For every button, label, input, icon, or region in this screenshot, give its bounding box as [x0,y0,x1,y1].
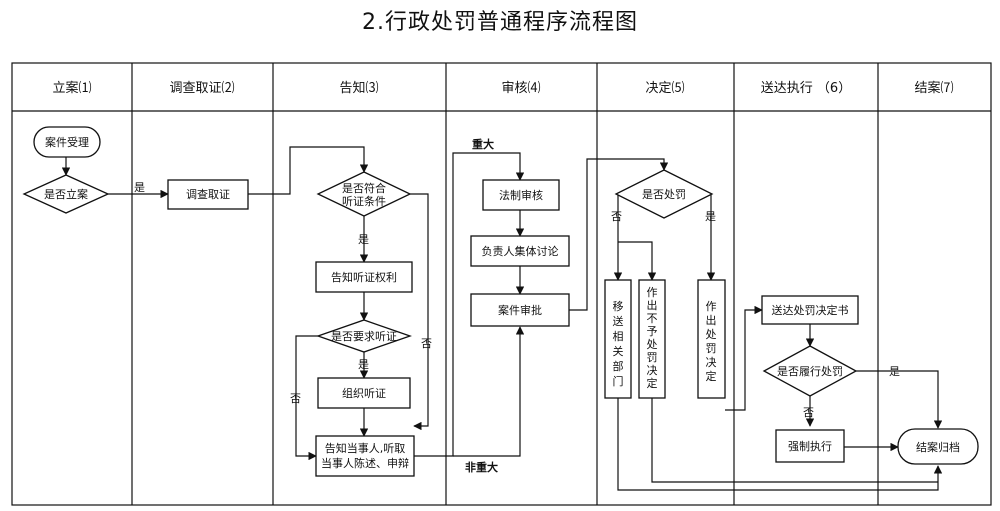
svg-text:定: 定 [706,369,717,383]
lane-header-investigation: 调查取证⑵ [169,81,234,96]
lane-header-close: 结案⑺ [914,81,953,96]
svg-text:关: 关 [613,344,624,358]
svg-text:决: 决 [706,356,717,369]
edge-label-hearing-cond-yes: 是 [358,233,369,246]
edge-label-hearing-cond-no: 否 [421,337,432,350]
node-case-approve [470,293,570,327]
svg-text:相: 相 [613,330,624,343]
label-transfer: 移 送 相 关 部 门 [613,300,624,388]
edge-label-non-major: 非重大 [465,460,498,474]
edge-label-punish-no: 否 [611,210,622,223]
nodes [22,126,979,477]
node-collective-discuss [470,235,570,267]
node-hearing-cond [316,171,412,217]
node-transfer [604,279,632,399]
svg-text:处: 处 [647,338,658,351]
edge-label-request-yes: 是 [358,358,369,371]
label-organize-hearing: 组织听证 [342,386,386,400]
svg-text:不: 不 [647,312,658,325]
node-deliver [761,295,859,325]
svg-text:罚: 罚 [706,342,717,355]
lane-header-filing: 立案⑴ [52,81,91,96]
label-no-punish: 作 出 不 予 处 罚 决 定 [647,286,658,390]
connectors [61,146,943,491]
svg-text:定: 定 [647,376,658,390]
label-accept: 案件受理 [45,135,89,149]
label-fulfill: 是否履行处罚 [777,365,843,378]
svg-text:移: 移 [613,300,624,313]
label-enforce: 强制执行 [788,439,832,453]
svg-text:罚: 罚 [647,351,658,364]
label-notify-party-1: 告知当事人,听取 [325,441,406,455]
svg-text:出: 出 [647,298,658,312]
lane-header-notification: 告知⑶ [339,80,378,96]
node-make-punish [697,279,726,399]
label-case-approve: 案件审批 [498,303,542,317]
node-enforce [775,429,845,463]
label-investigate: 调查取证 [186,187,230,201]
lane-header-decision: 决定⑸ [645,81,684,96]
edge-label-fulfill-yes: 是 [889,365,900,378]
node-legal-review [482,179,560,211]
edge-label-punish-yes: 是 [705,210,716,223]
svg-text:出: 出 [706,313,717,327]
node-accept [33,126,101,158]
svg-text:决: 决 [647,364,658,377]
svg-text:门: 门 [613,374,624,388]
label-notify-right: 告知听证权利 [331,270,397,284]
edge-label-fulfill-no: 否 [803,406,814,419]
svg-text:处: 处 [706,328,717,341]
page-title: 2.行政处罚普通程序流程图 [362,10,638,35]
edge-label-major: 重大 [472,137,494,151]
svg-text:作: 作 [647,286,658,299]
label-deliver: 送达处罚决定书 [772,303,849,317]
label-hearing-cond-2: 听证条件 [342,194,386,208]
svg-text:作: 作 [706,300,717,313]
svg-text:送: 送 [613,314,624,328]
node-notify-party [315,435,415,477]
label-hearing-cond-1: 是否符合 [342,181,386,195]
node-no-punish [638,279,666,399]
label-request-hearing: 是否要求听证 [331,330,397,343]
label-make-punish: 作 出 处 罚 决 定 [706,300,717,383]
edge-label-request-no: 否 [290,392,301,405]
node-decide-punish [614,169,714,219]
label-legal-review: 法制审核 [499,188,543,202]
node-notify-right [315,261,413,293]
swimlane-frame [11,62,992,506]
lane-header-delivery: 送达执行 （6） [761,81,851,96]
svg-text:部: 部 [613,359,624,373]
label-decide-punish: 是否处罚 [642,188,686,201]
node-investigate [167,179,249,210]
node-decide-file [22,174,110,214]
label-notify-party-2: 当事人陈述、申辩 [321,456,409,470]
node-organize-hearing [317,377,411,409]
lane-header-review: 审核⑷ [501,81,540,96]
svg-text:予: 予 [647,325,658,338]
edge-label-file-yes: 是 [134,181,145,194]
node-fulfill [762,345,858,397]
label-archive: 结案归档 [916,440,960,454]
node-archive [897,428,979,465]
label-collective-discuss: 负责人集体讨论 [482,244,559,258]
label-decide-file: 是否立案 [44,187,88,201]
node-request-hearing [316,319,412,353]
